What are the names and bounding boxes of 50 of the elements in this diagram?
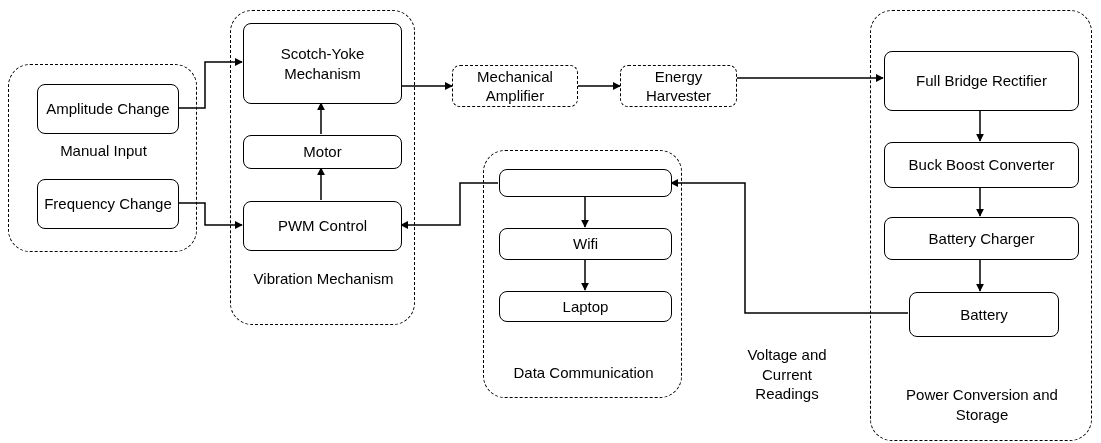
group-label: Power Conversion and Storage	[905, 385, 1059, 424]
arrow	[581, 258, 589, 291]
arrow	[976, 109, 984, 142]
box-label: Energy Harvester	[645, 66, 712, 106]
group-container	[230, 10, 415, 325]
process-box	[884, 51, 1079, 111]
arrow	[400, 182, 499, 229]
arrow	[177, 58, 243, 109]
box-label: Frequency Change	[44, 194, 172, 214]
arrow	[317, 102, 325, 135]
arrow	[976, 258, 984, 292]
group-label: Manual Input	[59, 141, 148, 161]
group-container	[870, 10, 1092, 441]
box-label: PWM Control	[277, 216, 368, 236]
arrow	[736, 74, 884, 82]
process-box	[499, 291, 672, 322]
process-box	[243, 23, 402, 104]
arrow	[177, 202, 243, 229]
box-label: Mechanical Amplifier	[476, 66, 554, 106]
group-label: Vibration Mechanism	[252, 269, 395, 289]
box-label: Buck Boost Converter	[908, 155, 1055, 175]
arrow	[976, 186, 984, 217]
process-box	[499, 169, 672, 197]
arrow	[670, 179, 909, 314]
box-label: Scotch-Yoke Mechanism	[279, 44, 366, 83]
annotation-text: Voltage and Current Readings	[746, 345, 828, 404]
box-label: Battery	[960, 304, 1008, 325]
process-box	[909, 292, 1059, 337]
arrow	[577, 82, 621, 90]
process-box	[884, 142, 1079, 188]
process-box	[243, 201, 402, 251]
box-label: Full Bridge Rectifier	[916, 71, 1047, 91]
box-label: Battery Charger	[928, 228, 1035, 249]
box-label: Amplitude Change	[46, 99, 170, 119]
arrow	[581, 195, 589, 228]
box-label: Wifi	[573, 234, 598, 254]
process-box	[884, 217, 1079, 260]
process-box	[243, 135, 402, 169]
box-label: Motor	[303, 142, 342, 162]
group-label: Data Communication	[512, 363, 655, 383]
arrow	[317, 167, 325, 201]
group-container	[483, 150, 682, 398]
process-box	[499, 228, 672, 260]
dashed-process-box	[620, 65, 737, 107]
box-label: Laptop	[562, 296, 609, 317]
arrow	[400, 82, 453, 90]
group-container	[8, 64, 197, 252]
process-box	[37, 84, 179, 134]
process-box	[37, 179, 179, 229]
dashed-process-box	[452, 65, 578, 107]
